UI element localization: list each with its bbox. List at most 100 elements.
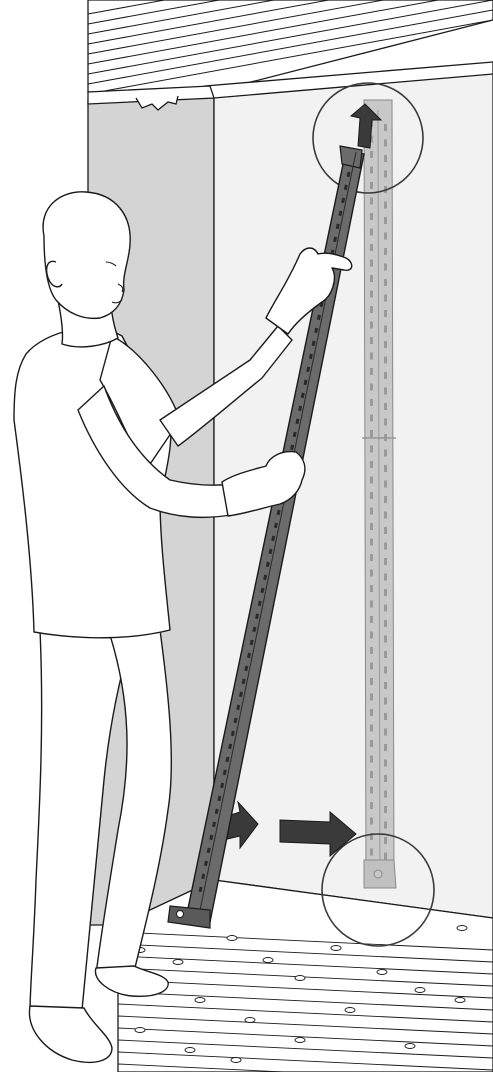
ghost-slot	[370, 523, 373, 530]
ghost-slot	[384, 140, 387, 147]
floor-hole	[331, 946, 341, 951]
ghost-slot	[384, 775, 387, 782]
ghost-slot	[370, 430, 373, 437]
ghost-slot	[370, 275, 373, 282]
floor-hole	[295, 1038, 305, 1043]
ghost-slot	[370, 182, 373, 189]
ghost-slot	[384, 853, 387, 860]
shoe-back	[29, 1006, 112, 1062]
ghost-slot	[384, 434, 387, 441]
ghost-slot	[370, 539, 373, 546]
ghost-slot	[370, 477, 373, 484]
ghost-slot	[370, 647, 373, 654]
floor-hole	[195, 998, 205, 1003]
ghost-slot	[370, 291, 373, 298]
floor-hole	[245, 1018, 255, 1023]
ghost-slot	[384, 713, 387, 720]
ghost-slot	[384, 264, 387, 271]
floor-hole	[415, 988, 425, 993]
ghost-slot	[384, 636, 387, 643]
floor-hole	[227, 936, 237, 941]
ghost-slot	[370, 337, 373, 344]
ghost-slot	[384, 760, 387, 767]
ghost-slot	[384, 806, 387, 813]
ghost-slot	[384, 589, 387, 596]
ghost-slot	[370, 198, 373, 205]
ghost-slot	[370, 694, 373, 701]
ghost-slot	[384, 837, 387, 844]
ghost-slot	[370, 570, 373, 577]
ghost-slot	[384, 543, 387, 550]
ghost-slot	[384, 574, 387, 581]
ghost-slot	[370, 663, 373, 670]
ghost-slot	[370, 508, 373, 515]
floor-hole	[295, 976, 305, 981]
ghost-slot	[370, 740, 373, 747]
ghost-slot	[370, 461, 373, 468]
ghost-slot	[384, 682, 387, 689]
ghost-slot	[384, 171, 387, 178]
ghost-slot	[370, 322, 373, 329]
ghost-slot	[384, 791, 387, 798]
ghost-slot	[384, 372, 387, 379]
ghost-slot	[384, 310, 387, 317]
ghost-slot	[384, 527, 387, 534]
ghost-slot	[384, 450, 387, 457]
ghost-slot	[370, 492, 373, 499]
ghost-slot	[370, 554, 373, 561]
floor-hole	[185, 1048, 195, 1053]
ghost-slot	[384, 698, 387, 705]
floor-hole	[135, 1028, 145, 1033]
floor-hole	[377, 970, 387, 975]
ghost-slot	[384, 357, 387, 364]
ghost-slot	[370, 353, 373, 360]
ghost-slot	[370, 849, 373, 856]
ghost-slot	[370, 415, 373, 422]
floor-hole	[231, 1058, 241, 1063]
ghost-slot	[384, 155, 387, 162]
ghost-slot	[384, 481, 387, 488]
ghost-slot	[384, 651, 387, 658]
ghost-slot	[370, 260, 373, 267]
ghost-slot	[384, 233, 387, 240]
floor-hole	[405, 1044, 415, 1049]
ghost-slot	[384, 496, 387, 503]
floor-hole	[455, 998, 465, 1003]
ghost-slot	[384, 248, 387, 255]
ghost-slot	[384, 512, 387, 519]
ghost-slot	[384, 326, 387, 333]
ghost-slot	[384, 124, 387, 131]
ghost-slot	[384, 217, 387, 224]
ghost-slot	[370, 802, 373, 809]
ghost-slot	[370, 585, 373, 592]
ghost-slot	[384, 341, 387, 348]
ghost-slot	[370, 446, 373, 453]
head	[43, 192, 130, 319]
ghost-slot	[370, 167, 373, 174]
floor-hole	[457, 926, 467, 931]
floor-hole	[173, 960, 183, 965]
installed-rail	[362, 100, 396, 888]
ghost-slot	[384, 558, 387, 565]
ghost-slot	[370, 601, 373, 608]
ghost-slot	[384, 620, 387, 627]
ghost-slot	[370, 384, 373, 391]
ghost-slot	[370, 151, 373, 158]
ghost-slot	[370, 399, 373, 406]
ghost-slot	[370, 756, 373, 763]
ghost-slot	[384, 279, 387, 286]
ghost-slot	[370, 725, 373, 732]
ghost-slot	[370, 632, 373, 639]
ghost-slot	[384, 403, 387, 410]
ghost-slot	[384, 295, 387, 302]
ghost-slot	[384, 465, 387, 472]
ghost-slot	[370, 616, 373, 623]
ghost-slot	[370, 306, 373, 313]
ghost-slot	[384, 605, 387, 612]
ghost-slot	[370, 678, 373, 685]
ghost-slot	[384, 822, 387, 829]
ghost-slot	[384, 744, 387, 751]
ghost-slot	[370, 213, 373, 220]
